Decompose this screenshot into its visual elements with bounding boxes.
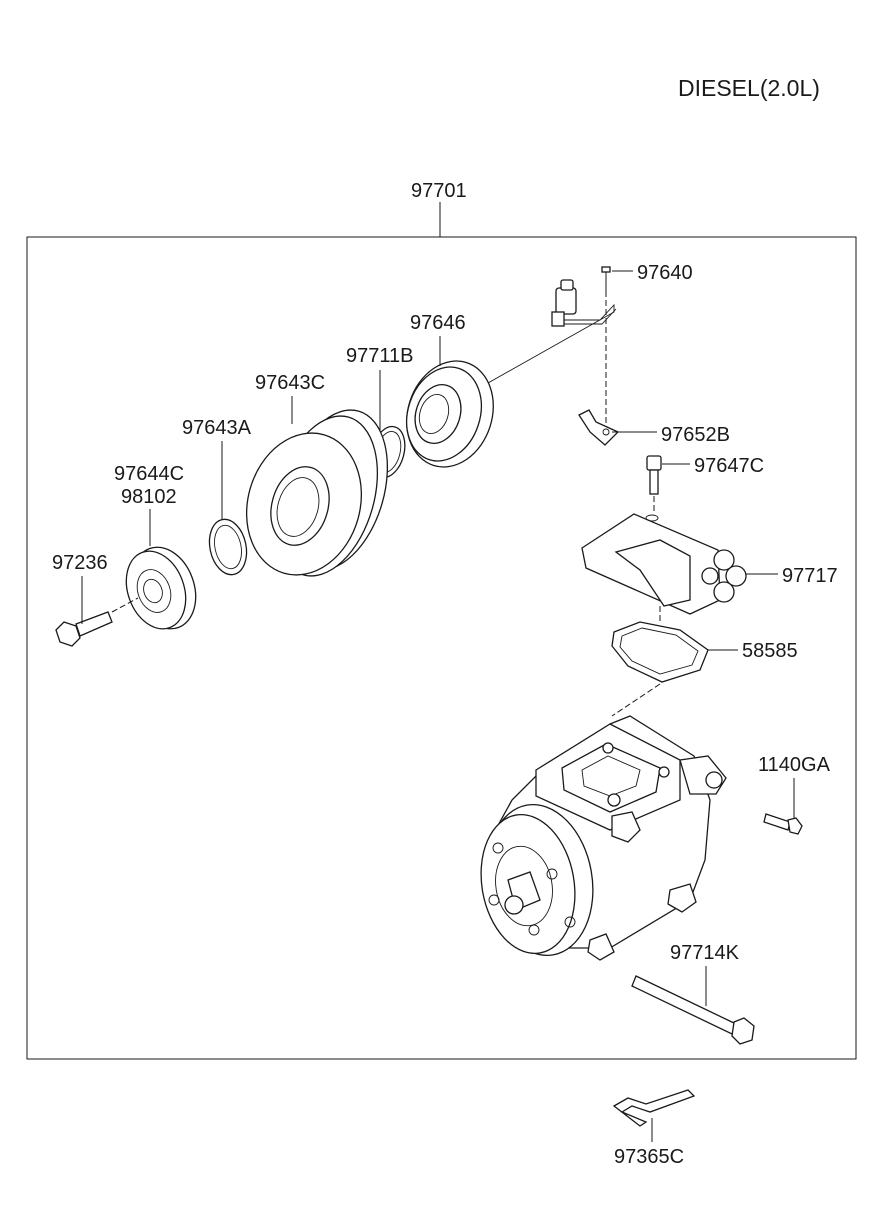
label-97640[interactable]: 97640 — [637, 262, 693, 284]
label-98102[interactable]: 98102 — [121, 486, 177, 508]
rear-head-97717[interactable] — [581, 513, 747, 615]
label-97644C[interactable]: 97644C — [114, 463, 184, 485]
bolt-1140GA[interactable] — [763, 813, 803, 835]
label-97643C[interactable]: 97643C — [255, 372, 325, 394]
label-97365C[interactable]: 97365C — [614, 1146, 684, 1168]
bracket-97652B[interactable] — [578, 409, 620, 446]
label-97652B[interactable]: 97652B — [661, 424, 730, 446]
label-97711B[interactable]: 97711B — [346, 345, 413, 367]
wire-harness — [487, 279, 617, 440]
engine-variant-label: DIESEL(2.0L) — [678, 75, 820, 101]
compressor-body — [480, 715, 727, 961]
bolt-97647C[interactable] — [646, 455, 662, 512]
label-97647C[interactable]: 97647C — [694, 455, 764, 477]
label-97643A[interactable]: 97643A — [182, 417, 252, 439]
ring-97643A[interactable] — [205, 516, 252, 578]
bolt-97714K[interactable] — [631, 975, 755, 1045]
pulley-97643C[interactable] — [230, 398, 404, 589]
bolt-97236[interactable] — [55, 611, 113, 647]
clip-97365C[interactable] — [612, 1089, 696, 1127]
label-58585[interactable]: 58585 — [742, 640, 798, 662]
screw-97640[interactable] — [601, 266, 611, 297]
label-1140GA[interactable]: 1140GA — [758, 754, 831, 776]
gasket-58585[interactable] — [611, 606, 709, 717]
label-97236[interactable]: 97236 — [52, 552, 108, 574]
label-97717[interactable]: 97717 — [782, 565, 838, 587]
label-97646[interactable]: 97646 — [410, 312, 466, 334]
assembly-frame — [26, 236, 857, 1060]
clutch-hub-97644C[interactable] — [111, 538, 207, 637]
label-97701[interactable]: 97701 — [411, 180, 467, 202]
field-coil-97646[interactable] — [393, 350, 506, 479]
label-97714K[interactable]: 97714K — [670, 942, 740, 964]
